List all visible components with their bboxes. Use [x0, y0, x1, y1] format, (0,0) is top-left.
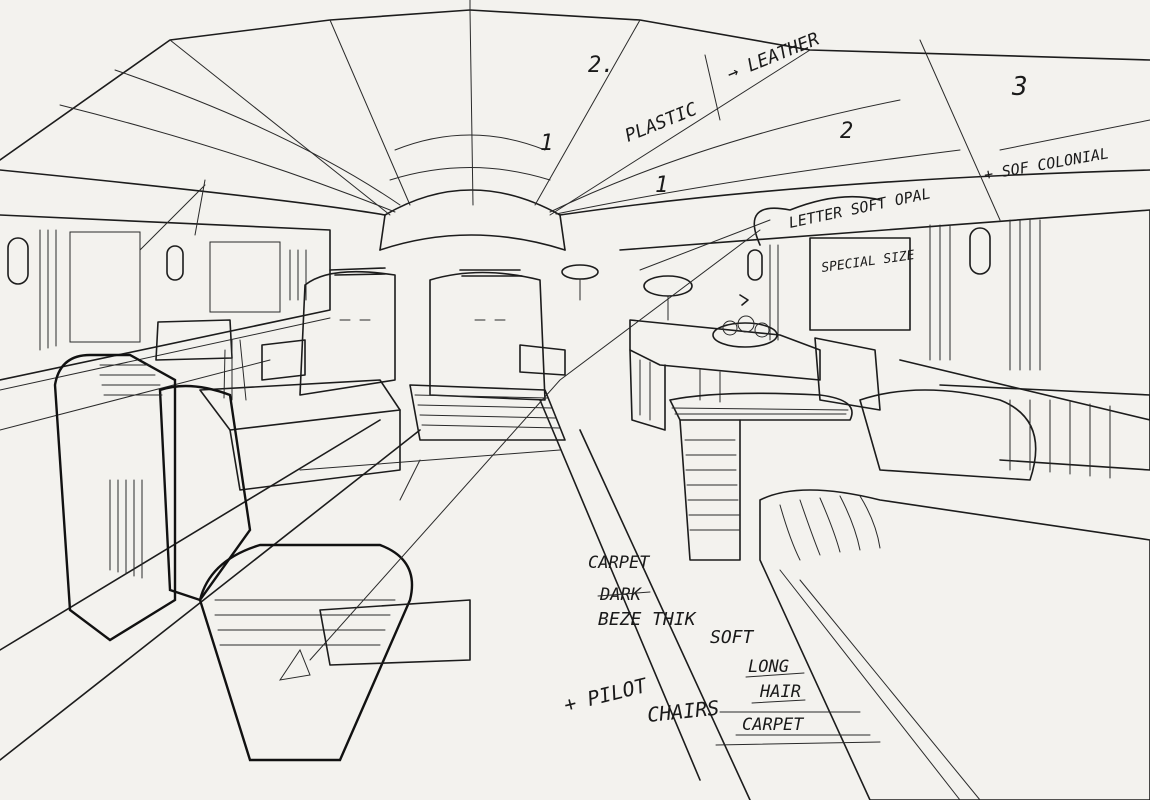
- right-seat: [669, 337, 881, 561]
- annotation-marks: [597, 591, 881, 746]
- note-ceiling-mid-top: 2.: [588, 53, 615, 78]
- ceiling-arch: [0, 0, 1150, 251]
- note-carpet: CARPET: [588, 553, 651, 573]
- note-beze-thik: BEZE THIK: [598, 609, 697, 630]
- dining-table: [155, 264, 693, 491]
- note-soft: SOFT: [710, 627, 755, 648]
- left-window-panel: [69, 231, 141, 343]
- armrest: [319, 599, 471, 666]
- credenza: [629, 315, 821, 431]
- left-window-2: [166, 245, 184, 281]
- note-carpet-2: CARPET: [742, 715, 805, 735]
- right-wall: [619, 195, 1150, 421]
- sofa-cushion: [859, 389, 1037, 481]
- note-long: LONG: [748, 657, 789, 677]
- note-ceiling-zone-2: 2: [840, 119, 853, 144]
- left-window-1: [7, 237, 29, 285]
- center-seats: [261, 267, 566, 441]
- aisle-floor: [0, 399, 751, 800]
- right-window-2: [969, 227, 991, 275]
- note-hair: HAIR: [759, 682, 801, 702]
- note-dark: DARK: [599, 585, 643, 605]
- note-ceiling-zone-3: 3: [1011, 72, 1028, 102]
- right-window-1: [747, 249, 763, 281]
- annotation-leaders: [139, 179, 771, 661]
- special-size-window: [809, 237, 911, 331]
- right-sofa: [759, 384, 1150, 800]
- fruit-bowl: [712, 322, 778, 348]
- note-ceiling-left-zone: 1: [540, 131, 553, 156]
- left-window-panel-2: [209, 241, 281, 313]
- left-wall: [0, 214, 331, 431]
- note-ceiling-zone-1: 1: [655, 173, 668, 198]
- left-pilot-chair: [53, 353, 471, 762]
